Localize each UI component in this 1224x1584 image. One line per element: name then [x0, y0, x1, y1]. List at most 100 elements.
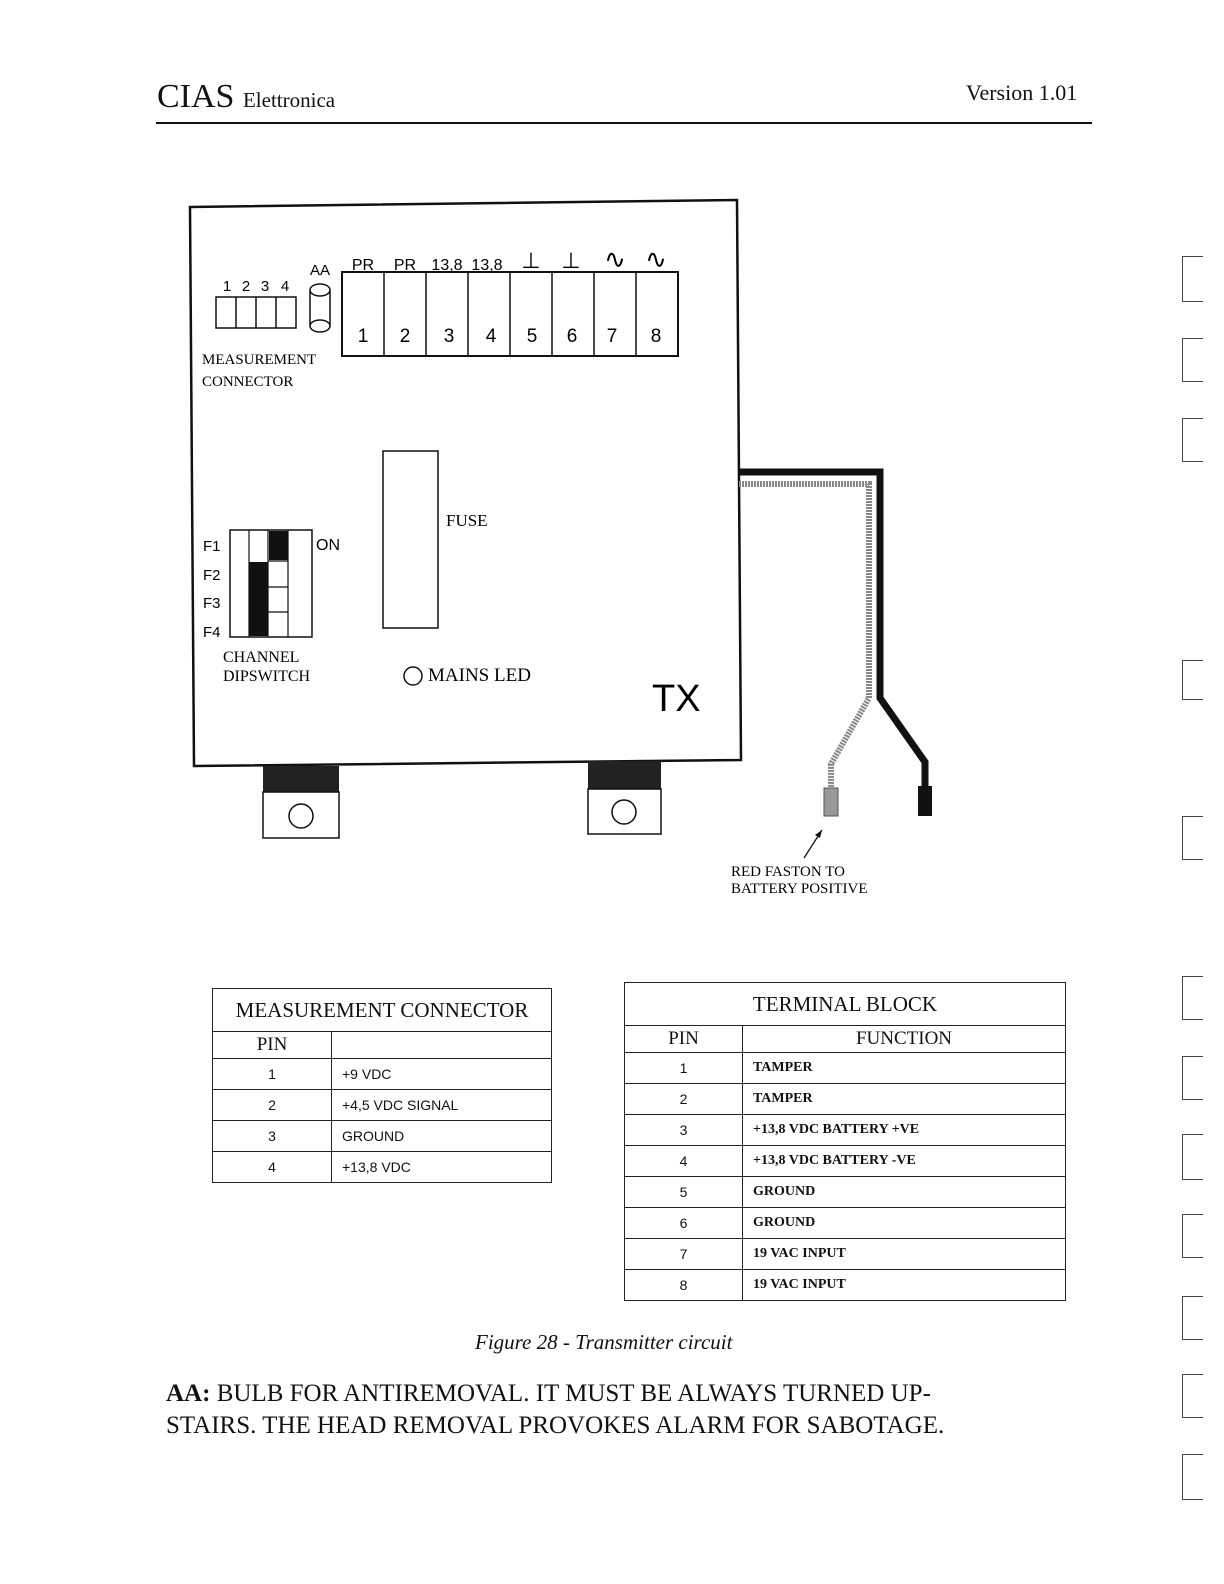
terminal-pin-cell: 2 — [624, 1083, 743, 1115]
fuse-holder — [382, 450, 439, 629]
terminal-number-4: 4 — [486, 326, 497, 347]
margin-tab — [1182, 1374, 1203, 1418]
dip-row-f2: F2 — [203, 567, 221, 584]
terminal-pin-cell: 6 — [624, 1207, 743, 1239]
ground-symbol-6: ⊥ — [561, 248, 580, 273]
terminal-col-function: FUNCTION — [742, 1025, 1066, 1053]
version-label: Version 1.01 — [966, 80, 1078, 105]
transmitter-diagram: PR PR 13,8 13,8 ⊥ ⊥ ∿ ∿ 1 2 3 4 5 6 7 8 … — [188, 198, 932, 897]
terminal-pin-cell: 5 — [624, 1176, 743, 1208]
margin-tab — [1182, 256, 1203, 302]
margin-tab — [1182, 338, 1203, 382]
margin-tab — [1182, 1296, 1203, 1340]
mains-led-label: MAINS LED — [428, 665, 531, 686]
battery-cables — [739, 468, 932, 817]
margin-tab — [1182, 1134, 1203, 1180]
terminal-pin-cell: 7 — [624, 1238, 743, 1270]
terminal-function-cell: 19 VAC INPUT — [742, 1238, 1066, 1270]
dip-row-f4: F4 — [203, 624, 221, 641]
mounting-foot-right — [587, 761, 662, 835]
margin-tab — [1182, 1214, 1203, 1258]
meas-label-line2: CONNECTOR — [202, 374, 293, 390]
red-faston — [823, 787, 839, 817]
dip-label-line1: CHANNEL — [223, 649, 299, 666]
aa-label: AA — [310, 262, 330, 279]
margin-tab — [1182, 1056, 1203, 1100]
measurement-pin-cell: 4 — [212, 1151, 332, 1183]
meas-pin-3: 3 — [261, 278, 269, 295]
table-row: 2 +4,5 VDC SIGNAL — [212, 1089, 552, 1121]
mains-led-icon — [403, 666, 423, 686]
terminal-top-label-4: 13,8 — [471, 257, 502, 274]
antiremoval-bulb-icon: AA — [309, 262, 331, 333]
terminal-block: PR PR 13,8 13,8 ⊥ ⊥ ∿ ∿ 1 2 3 4 5 6 7 8 — [341, 244, 679, 357]
margin-tab — [1182, 1454, 1203, 1500]
terminal-number-7: 7 — [607, 326, 618, 347]
note-line2: STAIRS. THE HEAD REMOVAL PROVOKES ALARM … — [166, 1412, 945, 1439]
measurement-pin-cell: 1 — [212, 1058, 332, 1090]
measurement-value-cell: +9 VDC — [331, 1058, 552, 1090]
terminal-top-label-3: 13,8 — [431, 257, 462, 274]
terminal-function-cell: +13,8 VDC BATTERY +VE — [742, 1114, 1066, 1146]
margin-tab — [1182, 660, 1203, 700]
dip-row-f1: F1 — [203, 538, 221, 555]
terminal-number-1: 1 — [358, 326, 369, 347]
table-row: 5 GROUND — [624, 1176, 1066, 1208]
measurement-value-cell: +4,5 VDC SIGNAL — [331, 1089, 552, 1121]
terminal-pin-cell: 1 — [624, 1052, 743, 1084]
terminal-pin-cell: 3 — [624, 1114, 743, 1146]
mounting-foot-left — [262, 766, 340, 839]
dip-f1-on — [269, 531, 288, 560]
tx-label: TX — [652, 678, 701, 720]
table-row: 3 GROUND — [212, 1120, 552, 1152]
measurement-pin-cell: 2 — [212, 1089, 332, 1121]
terminal-function-cell: GROUND — [742, 1207, 1066, 1239]
ground-symbol-5: ⊥ — [521, 248, 540, 273]
terminal-top-label-1: PR — [352, 257, 374, 274]
table-row: 1 +9 VDC — [212, 1058, 552, 1090]
terminal-pin-cell: 4 — [624, 1145, 743, 1177]
margin-tab — [1182, 976, 1203, 1020]
figure-caption: Figure 28 - Transmitter circuit — [475, 1330, 733, 1354]
terminal-block-table: TERMINAL BLOCK PIN FUNCTION 1 TAMPER 2 T… — [624, 982, 1066, 1301]
brand-header: CIAS Elettronica — [157, 78, 335, 116]
margin-tab — [1182, 418, 1203, 462]
measurement-table-title: MEASUREMENT CONNECTOR — [212, 988, 552, 1032]
dip-label-line2: DIPSWITCH — [223, 668, 311, 685]
terminal-number-6: 6 — [567, 326, 578, 347]
terminal-number-3: 3 — [444, 326, 455, 347]
meas-label-line1: MEASUREMENT — [202, 352, 316, 368]
faston-label-line1: RED FASTON TO — [731, 864, 845, 880]
table-row: 8 19 VAC INPUT — [624, 1269, 1066, 1301]
terminal-function-cell: TAMPER — [742, 1052, 1066, 1084]
antiremoval-note: AA: BULB FOR ANTIREMOVAL. IT MUST BE ALW… — [166, 1378, 1066, 1442]
margin-tab — [1182, 816, 1203, 860]
meas-pin-4: 4 — [281, 278, 289, 295]
table-row: 4 +13,8 VDC — [212, 1151, 552, 1183]
table-row: 4 +13,8 VDC BATTERY -VE — [624, 1145, 1066, 1177]
measurement-connector: 1 2 3 4 MEASUREMENT CONNECTOR — [202, 278, 316, 390]
terminal-col-pin: PIN — [624, 1025, 743, 1053]
board-outline — [188, 198, 743, 768]
meas-pin-1: 1 — [223, 278, 231, 295]
fuse-label: FUSE — [446, 511, 488, 530]
table-row: 1 TAMPER — [624, 1052, 1066, 1084]
dip-on-label: ON — [316, 537, 340, 554]
terminal-function-cell: +13,8 VDC BATTERY -VE — [742, 1145, 1066, 1177]
terminal-top-label-2: PR — [394, 257, 416, 274]
measurement-pin-cell: 3 — [212, 1120, 332, 1152]
terminal-number-2: 2 — [400, 326, 411, 347]
brand-sub: Elettronica — [242, 88, 336, 112]
header-divider — [156, 122, 1092, 124]
measurement-value-cell: +13,8 VDC — [331, 1151, 552, 1183]
terminal-pin-cell: 8 — [624, 1269, 743, 1301]
dip-row-f3: F3 — [203, 595, 221, 612]
terminal-number-5: 5 — [527, 326, 538, 347]
table-row: 2 TAMPER — [624, 1083, 1066, 1115]
black-faston — [918, 786, 932, 816]
faston-label-line2: BATTERY POSITIVE — [731, 881, 868, 897]
brand-name: CIAS — [157, 78, 235, 115]
terminal-table-title: TERMINAL BLOCK — [624, 982, 1066, 1026]
terminal-function-cell: TAMPER — [742, 1083, 1066, 1115]
terminal-number-8: 8 — [651, 326, 662, 347]
